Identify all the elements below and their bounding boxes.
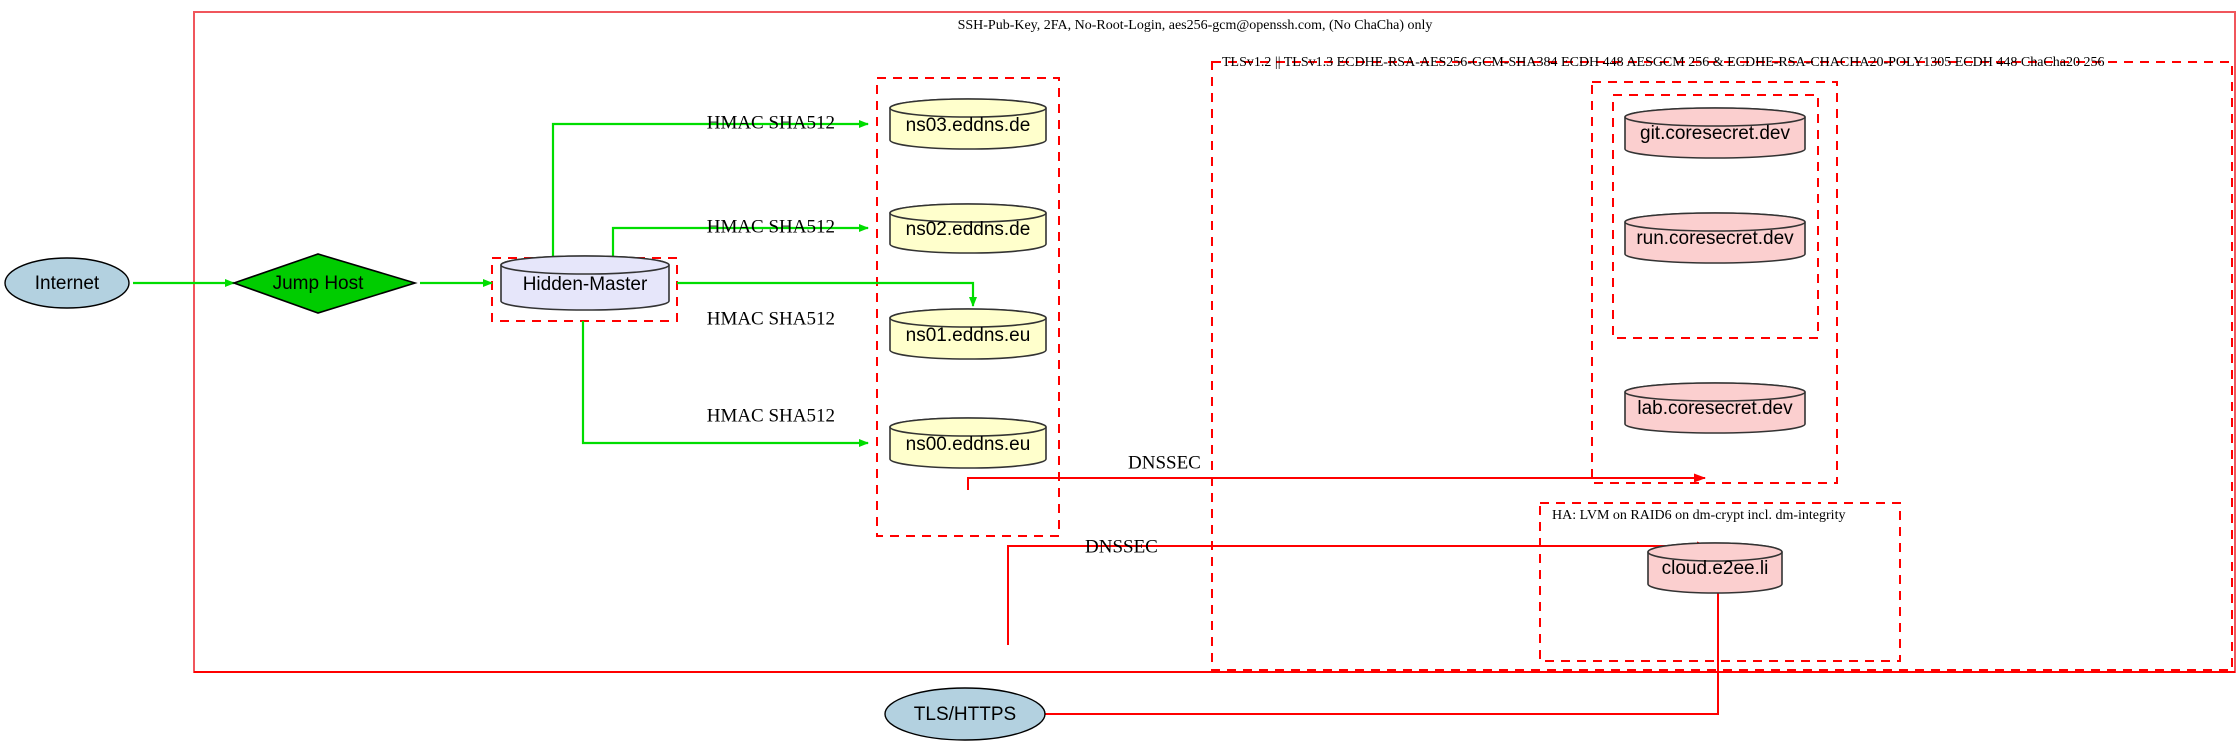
edge-hidden-ns00 [581,321,869,447]
node-hidden-master-label: Hidden-Master [523,274,648,295]
edge-label-hmac-ns02: HMAC SHA512 [707,216,835,237]
node-run-coresecret[interactable]: run.coresecret.dev [1624,212,1806,264]
node-lab-label: lab.coresecret.dev [1637,398,1793,419]
edge-label-dnssec-cloud: DNSSEC [1085,536,1158,557]
node-ns03-label: ns03.eddns.de [906,115,1031,136]
edge-label-hmac-ns01: HMAC SHA512 [707,308,835,329]
edge-label-hmac-ns03: HMAC SHA512 [707,112,835,133]
node-ns01-label: ns01.eddns.eu [906,325,1031,346]
cluster-tls [1211,61,2233,671]
cluster-hidden-master [491,257,678,322]
edge-hidden-ns03 [551,120,869,258]
outer-ssh-boundary [193,11,2236,673]
node-ns00-label: ns00.eddns.eu [906,434,1031,455]
edge-ns00-lab [967,473,1706,490]
node-tls-https-label: TLS/HTTPS [914,704,1016,725]
node-internet-label: Internet [35,273,100,294]
node-internet[interactable]: Internet [4,257,130,309]
node-hidden-master[interactable]: Hidden-Master [500,255,670,311]
edge-hidden-ns02 [611,224,869,258]
node-jump-host[interactable]: Jump Host [231,253,418,314]
node-lab-coresecret[interactable]: lab.coresecret.dev [1624,382,1806,434]
node-ns01[interactable]: ns01.eddns.eu [889,308,1047,360]
node-cloud-label: cloud.e2ee.li [1662,558,1769,579]
edge-ns00-cloud [1007,541,1709,645]
node-run-label: run.coresecret.dev [1636,228,1794,249]
node-ns02[interactable]: ns02.eddns.de [889,203,1047,254]
cluster-tls-label: TLSv1.2 || TLSv1.3 ECDHE-RSA-AES256-GCM-… [1222,55,2104,70]
node-git-label: git.coresecret.dev [1640,123,1790,144]
node-ns03[interactable]: ns03.eddns.de [889,98,1047,150]
edge-label-dnssec-lab: DNSSEC [1128,452,1201,473]
cluster-coresecret-inner [1612,94,1819,339]
node-jump-host-label: Jump Host [273,273,365,294]
node-git-coresecret[interactable]: git.coresecret.dev [1624,107,1806,159]
edge-tlshttps-cloud [1035,557,1723,715]
node-ns00[interactable]: ns00.eddns.eu [889,417,1047,469]
edge-hidden-ns01 [677,281,977,307]
edge-label-hmac-ns00: HMAC SHA512 [707,405,835,426]
cluster-coresecret-outer [1591,81,1838,484]
cluster-ha [1539,502,1901,662]
node-ns02-label: ns02.eddns.de [906,219,1031,240]
node-tls-https[interactable]: TLS/HTTPS [884,687,1046,741]
node-cloud-e2ee[interactable]: cloud.e2ee.li [1647,542,1783,594]
top-policy-label: SSH-Pub-Key, 2FA, No-Root-Login, aes256-… [958,18,1433,33]
cluster-ha-label: HA: LVM on RAID6 on dm-crypt incl. dm-in… [1552,508,1845,523]
